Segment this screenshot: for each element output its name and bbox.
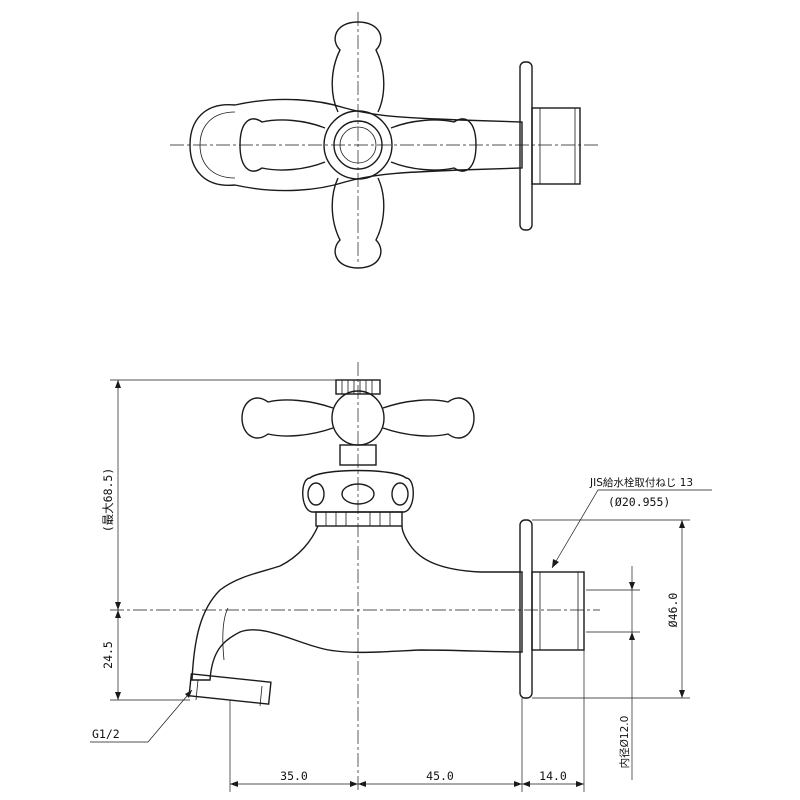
outlet-thread-leader-line bbox=[90, 689, 193, 743]
handle-stem bbox=[339, 444, 377, 466]
inner-diameter-label: 内径Ø12.0 bbox=[618, 716, 631, 769]
bonnet-nut bbox=[315, 511, 403, 527]
top-view-cross-handle bbox=[239, 21, 477, 269]
thread-name-label: JIS給水栓取付ねじ 13 bbox=[589, 476, 693, 489]
front-view-thread bbox=[531, 571, 585, 651]
flange-diameter-label: Ø46.0 bbox=[666, 593, 680, 628]
dim-35-label: 35.0 bbox=[280, 769, 308, 783]
top-view-thread bbox=[531, 107, 581, 185]
top-view-spout-end bbox=[189, 104, 236, 186]
faucet-body bbox=[191, 525, 523, 681]
top-view bbox=[170, 12, 600, 269]
dimensions bbox=[90, 379, 712, 792]
spout-outlet bbox=[188, 673, 272, 705]
dim-14-label: 14.0 bbox=[539, 769, 567, 783]
labels: (最大68.5) 24.5 JIS給水栓取付ねじ 13 (Ø20.955) Ø4… bbox=[92, 468, 693, 783]
bonnet bbox=[302, 469, 414, 513]
handle-cap bbox=[335, 379, 381, 395]
front-view bbox=[110, 362, 600, 790]
thread-leader-line bbox=[551, 489, 712, 569]
top-view-body bbox=[234, 98, 523, 192]
thread-diameter-label: (Ø20.955) bbox=[608, 495, 670, 509]
outlet-thread-label: G1/2 bbox=[92, 727, 120, 741]
max-height-label: (最大68.5) bbox=[101, 468, 115, 533]
outlet-height-label: 24.5 bbox=[101, 641, 115, 669]
dim-45-label: 45.0 bbox=[426, 769, 454, 783]
